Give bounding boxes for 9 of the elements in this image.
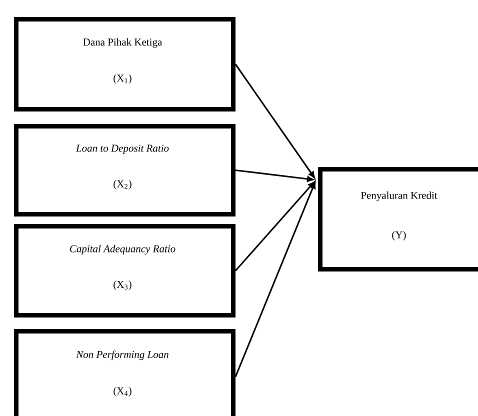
arrow bbox=[234, 64, 315, 178]
variable-box: Dana Pihak Ketiga (X$_{1}$) bbox=[14, 17, 236, 112]
arrow bbox=[235, 169, 314, 182]
variable-box: Capital Adequancy Ratio (X$_{3}$) bbox=[14, 224, 236, 318]
variable-box: Loan to Deposit Ratio (X$_{2}$) bbox=[14, 124, 236, 216]
variable-box: Penyaluran Kredit (Y) bbox=[318, 167, 478, 272]
arrow bbox=[234, 182, 315, 272]
arrow bbox=[234, 182, 316, 378]
variable-box: Non Performing Loan (X$_{4}$) bbox=[14, 329, 236, 416]
